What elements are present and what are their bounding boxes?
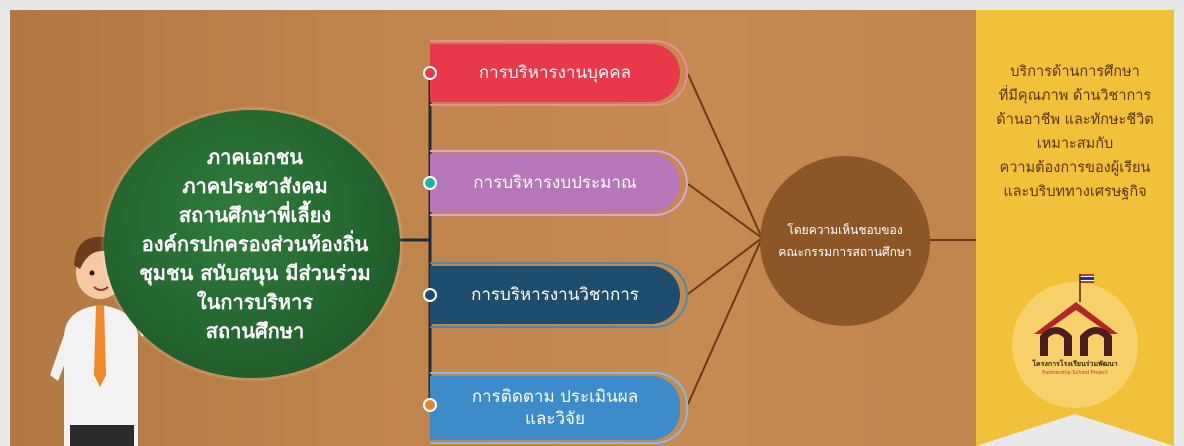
- logo-title: โครงการโรงเรียนร่วมพัฒนา: [1032, 360, 1118, 368]
- tab-monitoring-evaluation: การติดตาม ประเมินผล และวิจัย: [423, 372, 688, 444]
- outcome-line: ด้านอาชีพ และทักษะชีวิต: [996, 112, 1154, 128]
- outcome-text: บริการด้านการศึกษา ที่มีคุณภาพ ด้านวิชาก…: [976, 60, 1174, 204]
- stakeholders-text: ภาคเอกชน ภาคประชาสังคม สถานศึกษาพี่เลี้ย…: [133, 143, 371, 346]
- outcome-line: เหมาะสมกับ: [1036, 136, 1114, 152]
- tab-label: การติดตาม ประเมินผล และวิจัย: [471, 387, 639, 429]
- tab-budget-management: การบริหารงบประมาณ: [423, 150, 688, 216]
- connector-tab3: [687, 237, 763, 295]
- stakeholders-line: สถานศึกษา: [205, 318, 305, 343]
- outcome-line: ความต้องการของผู้เรียน: [999, 160, 1151, 176]
- stakeholders-line: ภาคเอกชน: [206, 144, 303, 169]
- tab-academic-management: การบริหารงานวิชาการ: [423, 262, 688, 328]
- tab-personnel-management: การบริหารงานบุคคล: [423, 40, 688, 106]
- node-dot: [423, 176, 437, 190]
- node-dot: [423, 66, 437, 80]
- outcome-line: บริการด้านการศึกษา: [1010, 64, 1140, 80]
- committee-approval-circle: โดยความเห็นชอบของ คณะกรรมการสถานศึกษา: [760, 156, 930, 326]
- connector-tab4: [687, 237, 763, 405]
- node-dot: [423, 398, 437, 412]
- tab-label: การบริหารงานวิชาการ: [471, 285, 639, 305]
- tab-label: การบริหารงบประมาณ: [473, 173, 637, 193]
- logo-caption: โครงการโรงเรียนร่วมพัฒนา Partnership Sch…: [1012, 360, 1138, 378]
- stakeholders-line: ภาคประชาสังคม: [182, 173, 328, 198]
- stakeholders-line: ในการบริหาร: [196, 289, 314, 314]
- committee-line: โดยความเห็นชอบของ: [787, 223, 903, 237]
- committee-line: คณะกรรมการสถานศึกษา: [778, 245, 912, 259]
- stakeholders-line: สถานศึกษาพี่เลี้ยง: [178, 202, 332, 227]
- stakeholders-line: องค์กรปกครองส่วนท้องถิ่น: [141, 231, 369, 256]
- tab-label: การบริหารงานบุคคล: [478, 63, 632, 83]
- stakeholders-circle: ภาคเอกชน ภาคประชาสังคม สถานศึกษาพี่เลี้ย…: [104, 110, 400, 378]
- stakeholders-line: ชุมชน สนับสนุน มีส่วนร่วม: [139, 260, 371, 285]
- school-logo-icon: [1034, 274, 1118, 356]
- logo-subtitle: Partnership School Project: [1042, 370, 1108, 376]
- top-margin: [0, 0, 1184, 10]
- outcome-line: ที่มีคุณภาพ ด้านวิชาการ: [998, 88, 1152, 104]
- outcome-line: และบริบททางเศรษฐกิจ: [1003, 184, 1147, 200]
- connector-tab1: [687, 73, 763, 239]
- node-dot: [423, 288, 437, 302]
- connector-tab2: [687, 183, 763, 239]
- ribbon-notch: [976, 414, 1174, 446]
